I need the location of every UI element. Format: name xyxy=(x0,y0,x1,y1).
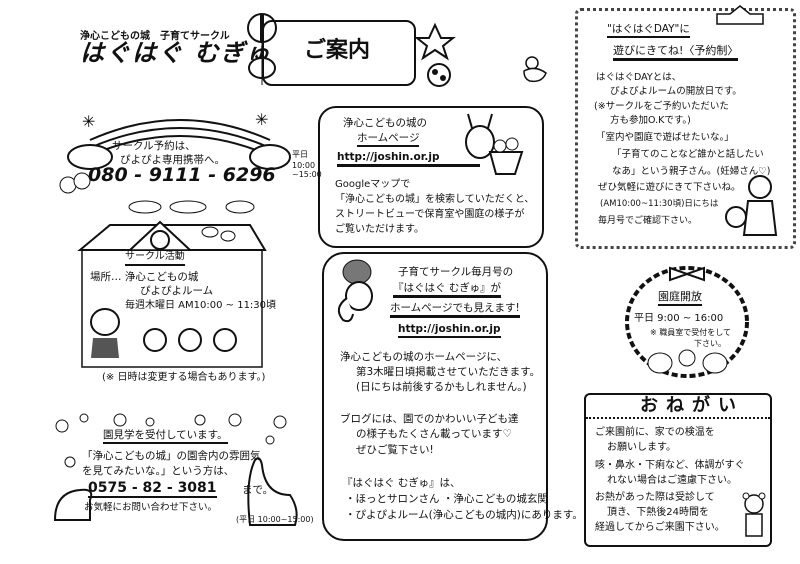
homepage-title-line1: 浄心こどもの城の xyxy=(343,117,427,129)
newsletter-line3: ホームページでも見えます! xyxy=(390,301,520,318)
requests-heading: おねがい xyxy=(640,395,744,416)
reservation-phone: 080 - 9111 - 6296 xyxy=(88,164,276,186)
hagu-day-line5: 「室内や園庭で遊ばせたいな。」 xyxy=(596,132,734,143)
activity-place-line2: ぴよぴよルーム xyxy=(140,285,214,297)
bear-illustration xyxy=(742,492,766,537)
newsletter-line1: 子育てサークル毎月号の xyxy=(398,266,514,278)
homepage-line1: Googleマップで xyxy=(335,179,411,190)
requests-item1-line2: お願いします。 xyxy=(607,442,676,453)
activity-place-line1: 場所… 浄心こどもの城 xyxy=(90,271,199,283)
guide-title: ご案内 xyxy=(304,38,371,63)
homepage-line4: ご覧いただけます。 xyxy=(335,224,424,235)
hagu-day-line4: 方も参加O.Kです。) xyxy=(610,115,691,126)
tour-line1: 「浄心こどもの城」の園舎内の雰囲気 xyxy=(82,450,261,462)
tour-phone: 0575 - 82 - 3081 xyxy=(88,480,217,498)
newsletter-p1-line1: 浄心こどもの城のホームページに、 xyxy=(340,351,508,363)
flower-border xyxy=(575,8,796,249)
duck-icon xyxy=(523,56,547,83)
tour-line2: を見てみたいな。」という方は、 xyxy=(82,465,235,477)
hagu-day-line6: 「子育てのことなど誰かと話したい xyxy=(612,149,764,160)
tour-heading: 園見学を受付しています。 xyxy=(103,428,228,444)
requests-item1-line1: ご来園前に、家での検温を xyxy=(595,427,715,438)
newsletter-p2-line3: ぜひご覧下さい! xyxy=(356,444,434,456)
newsletter-p3-line1: 『はぐはぐ むぎゅ』は、 xyxy=(342,477,461,489)
bubbles-elephants-illustration xyxy=(53,413,298,526)
garden-heading: 園庭開放 xyxy=(658,290,702,306)
homepage-line3: ストリートビューで保育室や園庭の様子が xyxy=(335,209,525,220)
newsletter-p1-line3: (日にちは前後するかもしれません。) xyxy=(356,381,527,393)
reservation-hours: 10:00 ~15:00 xyxy=(292,161,322,179)
requests-item3-line1: お熱があった際は受診して xyxy=(595,492,715,503)
rabbit-basket-illustration xyxy=(465,113,524,175)
garden-note-line2: 下さい。 xyxy=(694,339,726,348)
wreath-illustration xyxy=(625,266,749,378)
newsletter-p3-line3: ・ぴよぴよルーム(浄心こどもの城内)にあります。 xyxy=(345,509,583,521)
hagu-day-line7: なあ」という親子さん。(妊婦さん♡) xyxy=(612,166,771,177)
svg-text:✳: ✳ xyxy=(82,112,95,131)
reservation-line2: ぴよぴよ専用携帯へ。 xyxy=(120,154,225,166)
newsletter-box xyxy=(322,252,548,541)
balloons-icon xyxy=(414,22,456,87)
hagu-day-line9: (AM10:00~11:30頃)日にちは xyxy=(600,199,719,209)
homepage-line2: 「浄心こどもの城」を検索していただくと、 xyxy=(335,194,535,205)
activity-schedule: 毎週木曜日 AM10:00 ~ 11:30頃 xyxy=(125,300,277,311)
garden-hours: 平日 9:00 ~ 16:00 xyxy=(634,313,724,324)
requests-box xyxy=(584,393,772,547)
homepage-url[interactable]: http://joshin.or.jp xyxy=(337,150,480,167)
newsletter-p1-line2: 第3木曜日頃掲載させていただきます。 xyxy=(356,366,541,378)
circle-title: はぐはぐ むぎゅ xyxy=(80,39,272,67)
hagu-day-line8: ぜひ気軽に遊びにきて下さいね。 xyxy=(598,182,741,193)
reservation-hours-label: 平日 xyxy=(292,150,308,159)
requests-item2-line2: れない場合はご遠慮下さい。 xyxy=(607,475,737,486)
tour-phone-suffix: まで。 xyxy=(242,484,274,496)
squirrel-illustration xyxy=(337,259,373,323)
homepage-title-line2: ホームページ xyxy=(357,131,420,147)
hagu-day-line10: 毎月号でご確認下さい。 xyxy=(598,216,698,226)
hagu-day-title-line2: 遊びにきてね!〈予約制〉 xyxy=(613,44,739,61)
newsletter-line2: 『はぐはぐ むぎゅ』が xyxy=(393,281,502,298)
newsletter-url[interactable]: http://joshin.or.jp xyxy=(398,322,501,338)
guide-title-box: ご案内 xyxy=(262,20,416,86)
newsletter-p2-line1: ブログには、園でのかわいい子ども達 xyxy=(340,413,519,425)
animals-illustration xyxy=(90,308,237,358)
parent-child-illustration xyxy=(725,175,778,236)
homepage-box xyxy=(318,106,544,248)
hagu-day-line1: はぐはぐDAYとは、 xyxy=(596,72,682,83)
activity-note: (※ 日時は変更する場合もあります。) xyxy=(102,372,266,383)
svg-text:✳: ✳ xyxy=(255,110,268,129)
hagu-day-line3: (※サークルをご予約いただいた xyxy=(594,101,729,112)
rainbow-illustration: ✳✳ xyxy=(59,110,291,214)
requests-item2-line1: 咳・鼻水・下痢など、体調がすぐ xyxy=(595,460,745,471)
house-illustration xyxy=(77,220,267,368)
reservation-line1: サークル予約は、 xyxy=(112,140,196,152)
newsletter-p2-line2: の様子もたくさん載っています♡ xyxy=(356,428,512,440)
circle-label: 子育てサークル xyxy=(160,31,230,42)
house-icon xyxy=(716,5,764,25)
garden-note-line1: ※ 職員室で受付をして xyxy=(650,328,732,337)
tour-hours: (平日 10:00~15:00) xyxy=(236,515,314,524)
activity-heading: サークル活動 xyxy=(125,250,185,266)
requests-item3-line2: 頂き、下熱後24時間を xyxy=(607,507,710,518)
hagu-day-title-line1: "はぐはぐDAY"に xyxy=(607,22,690,38)
org-name: 浄心こどもの城 xyxy=(80,31,150,42)
requests-item3-line3: 経過してからご来園下さい。 xyxy=(595,522,725,533)
newsletter-p3-line2: ・ほっとサロンさん ・浄心こどもの城玄関 xyxy=(345,493,548,505)
tour-line3: お気軽にお問い合わせ下さい。 xyxy=(84,502,218,513)
hagu-day-line2: ぴよぴよルームの開放日です。 xyxy=(610,86,742,97)
